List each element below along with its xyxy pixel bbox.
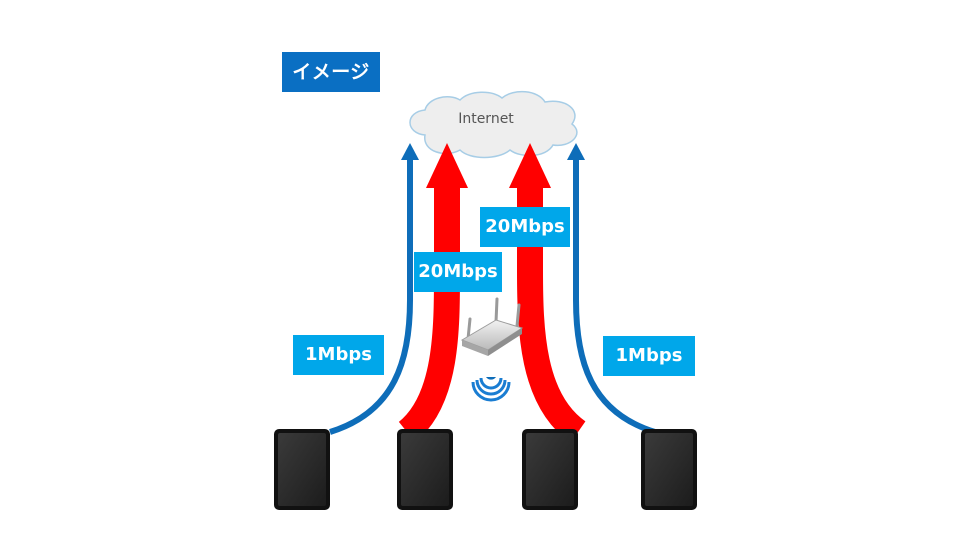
- thin-arrow-right: [567, 143, 656, 435]
- speed-label-center-left: 20Mbps: [414, 252, 502, 292]
- internet-label: Internet: [458, 111, 514, 127]
- tablet-icon: [274, 429, 330, 510]
- speed-label-center-right: 20Mbps: [480, 207, 570, 247]
- speed-label-right: 1Mbps: [603, 336, 695, 376]
- speed-label-left: 1Mbps: [293, 335, 384, 375]
- title-badge: イメージ: [282, 52, 380, 92]
- cloud-icon: [409, 90, 578, 159]
- router-icon: [460, 297, 524, 356]
- thin-arrow-left: [329, 143, 419, 435]
- thick-arrow-right: [509, 143, 587, 443]
- tablet-icon: [522, 429, 578, 510]
- tablet-icon: [641, 429, 697, 510]
- tablet-icon: [397, 429, 453, 510]
- wifi-icon: [471, 377, 511, 402]
